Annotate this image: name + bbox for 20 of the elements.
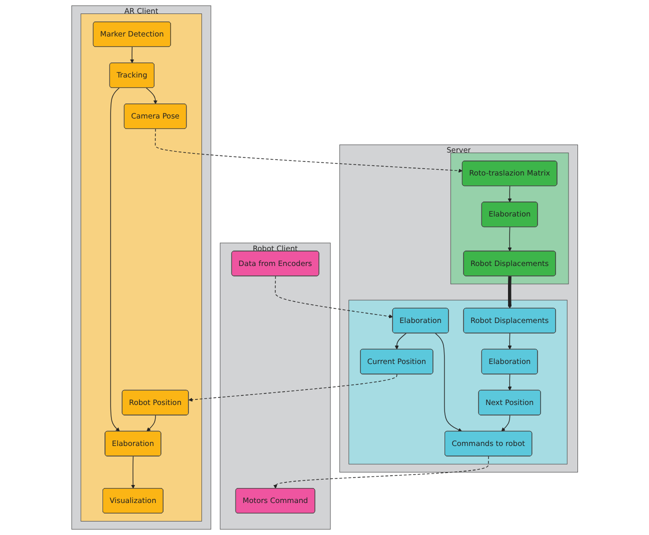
- arrow: [508, 332, 512, 350]
- cluster: [348, 300, 568, 464]
- arrow: [130, 46, 134, 64]
- cluster: [80, 14, 202, 522]
- arrow: [146, 88, 158, 104]
- arrow: [501, 414, 510, 432]
- arrow: [188, 374, 397, 402]
- arrow: [154, 128, 462, 173]
- arrow: [394, 332, 406, 350]
- arrow: [273, 456, 489, 489]
- cluster: [450, 152, 569, 284]
- arrow: [508, 226, 512, 252]
- arrow: [508, 374, 512, 391]
- arrow: [130, 456, 135, 489]
- arrow: [274, 276, 393, 318]
- arrow: [508, 276, 512, 309]
- arrow: [434, 332, 462, 432]
- arrow: [146, 414, 156, 432]
- arrow: [110, 88, 120, 432]
- arrow: [508, 186, 512, 202]
